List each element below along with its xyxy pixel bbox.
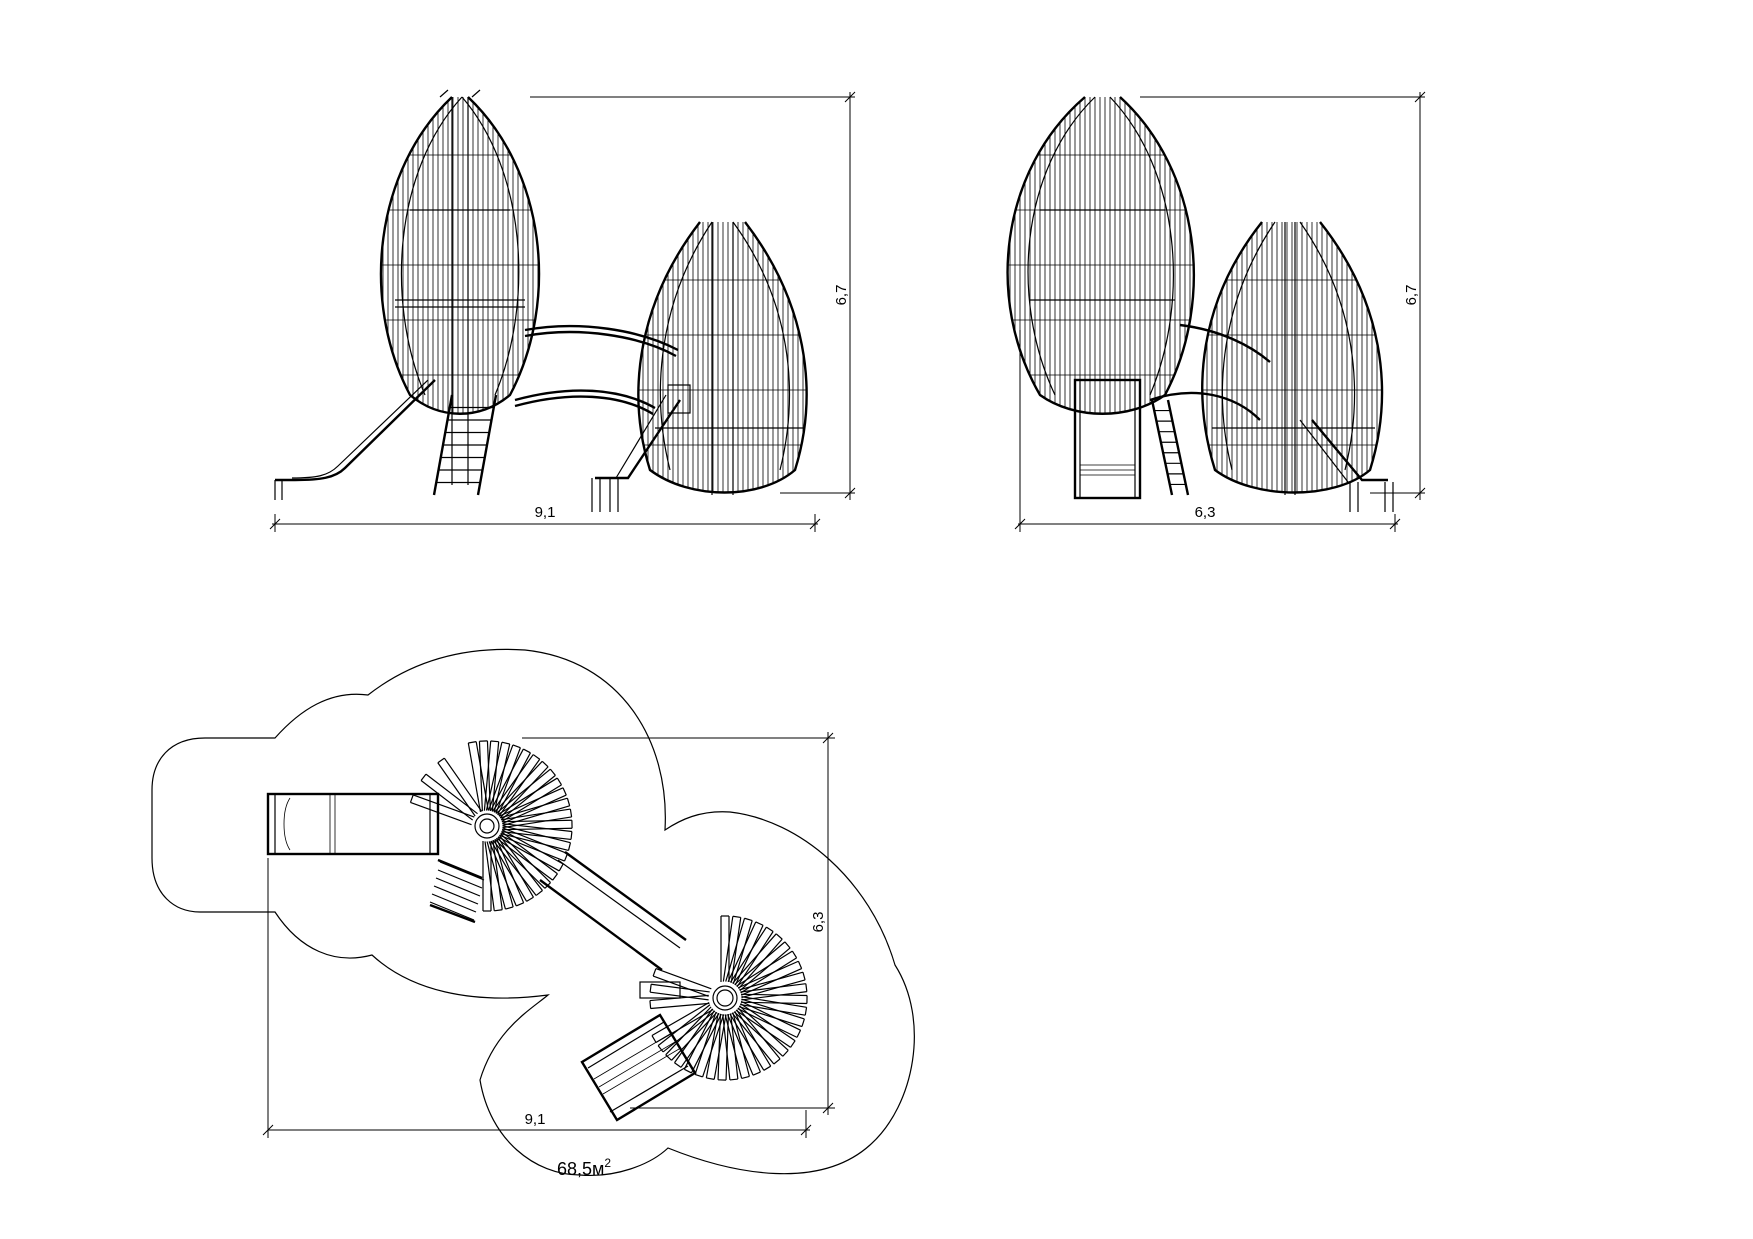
plan-view: 9,1 6,3 68,5м2 (151, 648, 915, 1179)
front-dimensions: 9,1 6,7 (269, 91, 856, 532)
plan-dimensions: 9,1 6,3 (262, 732, 835, 1138)
front-ladder (432, 394, 498, 496)
plan-slide-left (266, 792, 440, 856)
safety-zone-outline (151, 648, 915, 1177)
short-pod-tower (637, 221, 808, 495)
side-elevation-view: 6,3 6,7 (1006, 91, 1426, 532)
plan-slide-right (580, 1013, 697, 1122)
plan-width-label: 9,1 (525, 1111, 546, 1128)
side-slide-front (1073, 378, 1142, 500)
plan-ladder (429, 858, 485, 924)
side-ladder (1150, 399, 1190, 496)
side-dimensions: 6,3 6,7 (1014, 91, 1426, 532)
plan-tower-a (409, 740, 573, 912)
side-height-label: 6,7 (1403, 285, 1420, 306)
tall-pod-tower (379, 89, 541, 485)
plan-bridge (539, 851, 687, 971)
side-bridge (1149, 323, 1271, 421)
side-tall-pod (1006, 96, 1195, 415)
side-slide-right (1299, 419, 1394, 512)
front-slide-right (591, 384, 691, 512)
side-short-pod (1201, 221, 1384, 495)
front-width-label: 9,1 (535, 504, 556, 521)
side-width-label: 6,3 (1195, 504, 1216, 521)
plan-step (639, 981, 681, 999)
plan-depth-label: 6,3 (810, 912, 827, 933)
area-exponent: 2 (604, 1156, 611, 1170)
front-elevation-view: 9,1 6,7 (269, 89, 856, 532)
connecting-bridge (514, 324, 679, 416)
area-label: 68,5м2 (557, 1156, 611, 1179)
front-slide-left (274, 379, 436, 500)
front-height-label: 6,7 (833, 285, 850, 306)
area-value: 68,5м (557, 1159, 604, 1179)
